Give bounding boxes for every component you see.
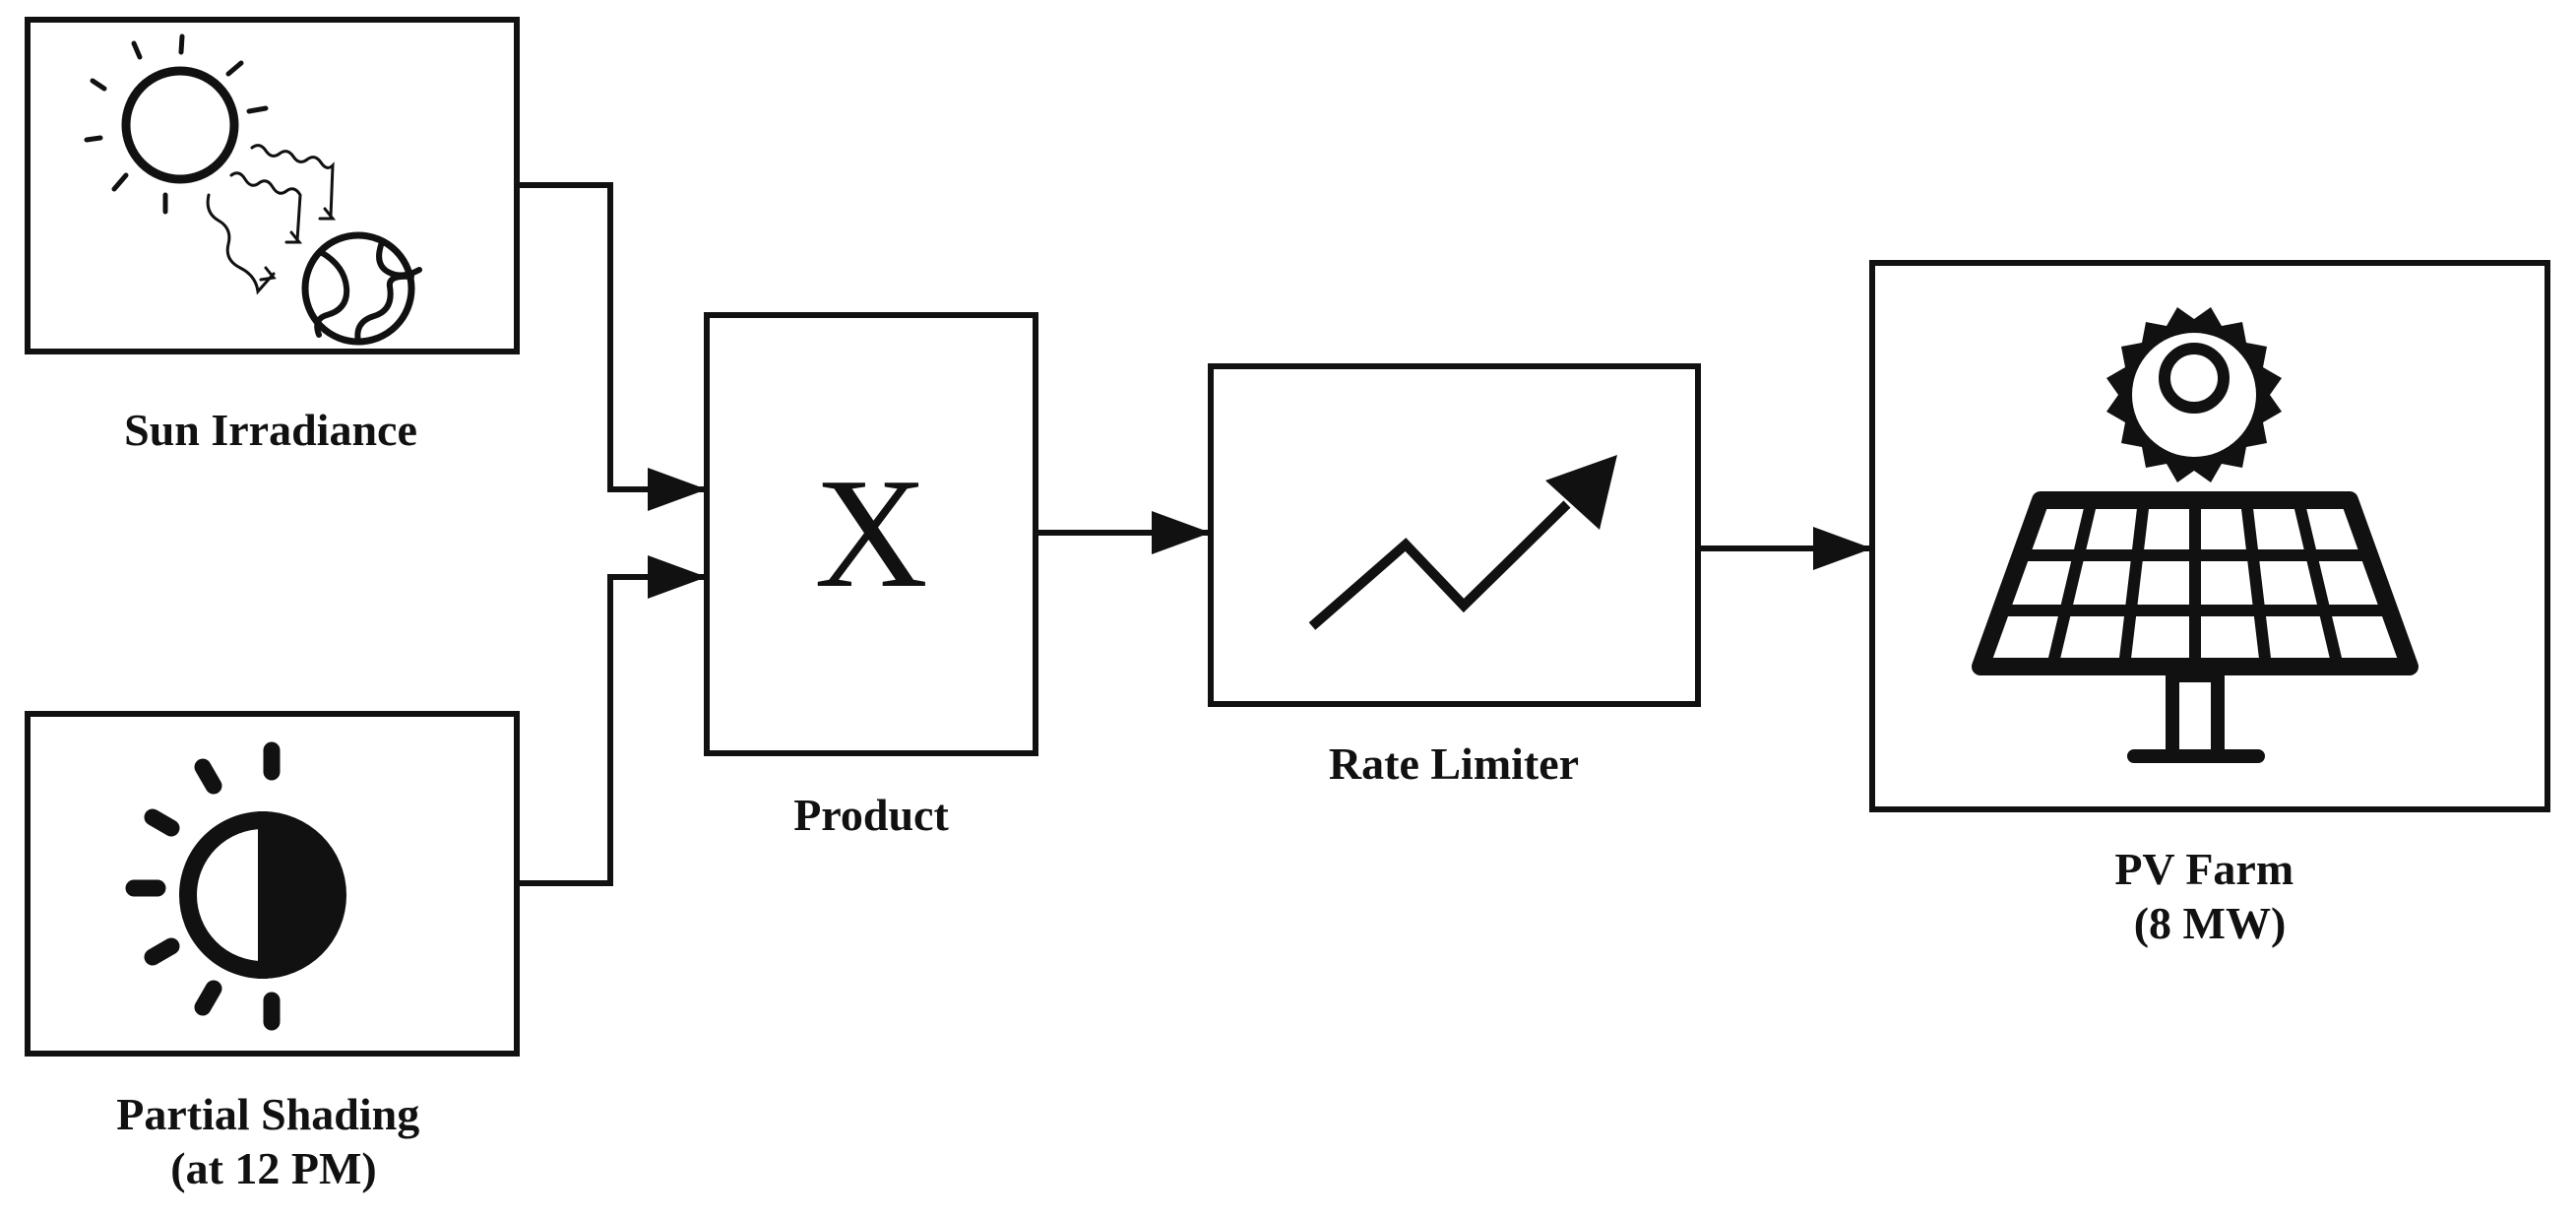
trend-up-arrow-icon <box>1308 455 1617 630</box>
product-symbol: X <box>814 445 928 620</box>
pv-farm-label-line2: (8 MW) <box>2134 898 2287 948</box>
connector-sun-to-product <box>517 182 707 511</box>
solar-panel-icon <box>1972 491 2419 763</box>
product-block: X Product <box>704 312 1038 840</box>
partial-shading-label: Partial Shading (at 12 PM) <box>116 1089 431 1193</box>
half-sun-icon <box>125 741 346 1031</box>
pv-farm-label: PV Farm (8 MW) <box>2114 844 2304 948</box>
partial-shading-label-line1: Partial Shading <box>116 1089 419 1139</box>
rate-limiter-block: Rate Limiter <box>1208 363 1701 789</box>
connector-shading-to-product <box>517 555 707 886</box>
partial-shading-block: Partial Shading (at 12 PM) <box>25 711 520 1193</box>
sun-irradiance-block: Sun Irradiance <box>25 17 520 455</box>
partial-shading-label-line2: (at 12 PM) <box>170 1143 376 1193</box>
sun-earth-rays-icon <box>84 33 422 346</box>
gear-icon <box>2106 307 2282 482</box>
product-label: Product <box>793 790 949 840</box>
pv-farm-block: PV Farm (8 MW) <box>1869 260 2550 948</box>
pv-farm-label-line1: PV Farm <box>2114 844 2293 894</box>
connectors <box>517 182 1872 886</box>
rate-limiter-label: Rate Limiter <box>1329 738 1579 789</box>
sun-irradiance-label: Sun Irradiance <box>124 405 417 455</box>
